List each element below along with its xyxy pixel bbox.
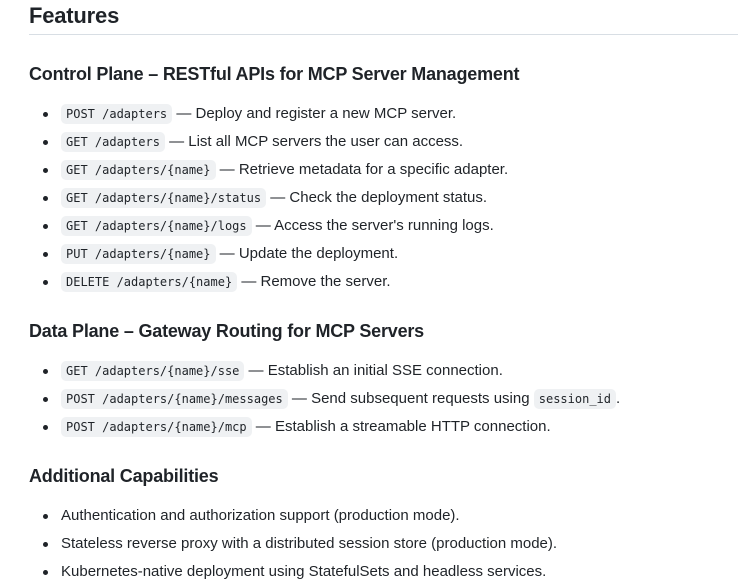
item-text-suffix: . <box>616 390 621 407</box>
data-plane-list: GET /adapters/{name}/sse — Establish an … <box>29 357 620 441</box>
bullet-icon <box>43 252 48 257</box>
additional-capabilities-list: Authentication and authorization support… <box>29 502 557 586</box>
bullet-icon <box>43 514 48 519</box>
inline-code-session-id: session_id <box>533 389 616 409</box>
control-plane-list: POST /adapters — Deploy and register a n… <box>29 100 508 296</box>
item-text: — Establish an initial SSE connection. <box>244 362 503 379</box>
bullet-icon <box>43 196 48 201</box>
bullet-icon <box>43 542 48 547</box>
list-item: Authentication and authorization support… <box>29 502 557 530</box>
bullet-icon <box>43 168 48 173</box>
bullet-icon <box>43 280 48 285</box>
list-item: GET /adapters/{name}/status — Check the … <box>29 184 508 212</box>
list-item: POST /adapters — Deploy and register a n… <box>29 100 508 128</box>
list-item: DELETE /adapters/{name} — Remove the ser… <box>29 268 508 296</box>
list-item: POST /adapters/{name}/messages — Send su… <box>29 385 620 413</box>
item-text: — Retrieve metadata for a specific adapt… <box>215 161 509 178</box>
item-text: — Send subsequent requests using <box>287 390 534 407</box>
list-item: GET /adapters/{name} — Retrieve metadata… <box>29 156 508 184</box>
item-text: Authentication and authorization support… <box>61 507 460 524</box>
item-text: — List all MCP servers the user can acce… <box>164 133 464 150</box>
item-text: — Remove the server. <box>237 273 391 290</box>
inline-code: GET /adapters/{name} <box>61 160 216 180</box>
bullet-icon <box>43 140 48 145</box>
inline-code: GET /adapters/{name}/logs <box>61 216 252 236</box>
item-text: — Access the server's running logs. <box>251 217 494 234</box>
inline-code: GET /adapters/{name}/sse <box>61 361 245 381</box>
item-text: — Deploy and register a new MCP server. <box>172 105 457 122</box>
inline-code: POST /adapters/{name}/mcp <box>61 417 252 437</box>
inline-code: POST /adapters/{name}/messages <box>61 389 288 409</box>
inline-code: PUT /adapters/{name} <box>61 244 216 264</box>
list-item: PUT /adapters/{name} — Update the deploy… <box>29 240 508 268</box>
inline-code: GET /adapters <box>61 132 165 152</box>
section-title-control-plane: Control Plane – RESTful APIs for MCP Ser… <box>29 64 520 84</box>
inline-code: POST /adapters <box>61 104 173 124</box>
list-item: GET /adapters/{name}/sse — Establish an … <box>29 357 620 385</box>
features-document: Features Control Plane – RESTful APIs fo… <box>29 0 738 580</box>
bullet-icon <box>43 224 48 229</box>
bullet-icon <box>43 397 48 402</box>
item-text: Stateless reverse proxy with a distribut… <box>61 535 558 552</box>
item-text: — Check the deployment status. <box>266 189 488 206</box>
list-item: Kubernetes-native deployment using State… <box>29 558 557 586</box>
section-title-data-plane: Data Plane – Gateway Routing for MCP Ser… <box>29 321 424 341</box>
list-item: POST /adapters/{name}/mcp — Establish a … <box>29 413 620 441</box>
item-text: — Update the deployment. <box>215 245 399 262</box>
bullet-icon <box>43 112 48 117</box>
inline-code: GET /adapters/{name}/status <box>61 188 267 208</box>
bullet-icon <box>43 570 48 575</box>
section-title-additional-capabilities: Additional Capabilities <box>29 466 219 486</box>
page-title: Features <box>29 0 738 35</box>
item-text: Kubernetes-native deployment using State… <box>61 563 547 580</box>
bullet-icon <box>43 425 48 430</box>
item-text: — Establish a streamable HTTP connection… <box>251 418 551 435</box>
bullet-icon <box>43 369 48 374</box>
list-item: GET /adapters/{name}/logs — Access the s… <box>29 212 508 240</box>
list-item: GET /adapters — List all MCP servers the… <box>29 128 508 156</box>
inline-code: DELETE /adapters/{name} <box>61 272 238 292</box>
list-item: Stateless reverse proxy with a distribut… <box>29 530 557 558</box>
